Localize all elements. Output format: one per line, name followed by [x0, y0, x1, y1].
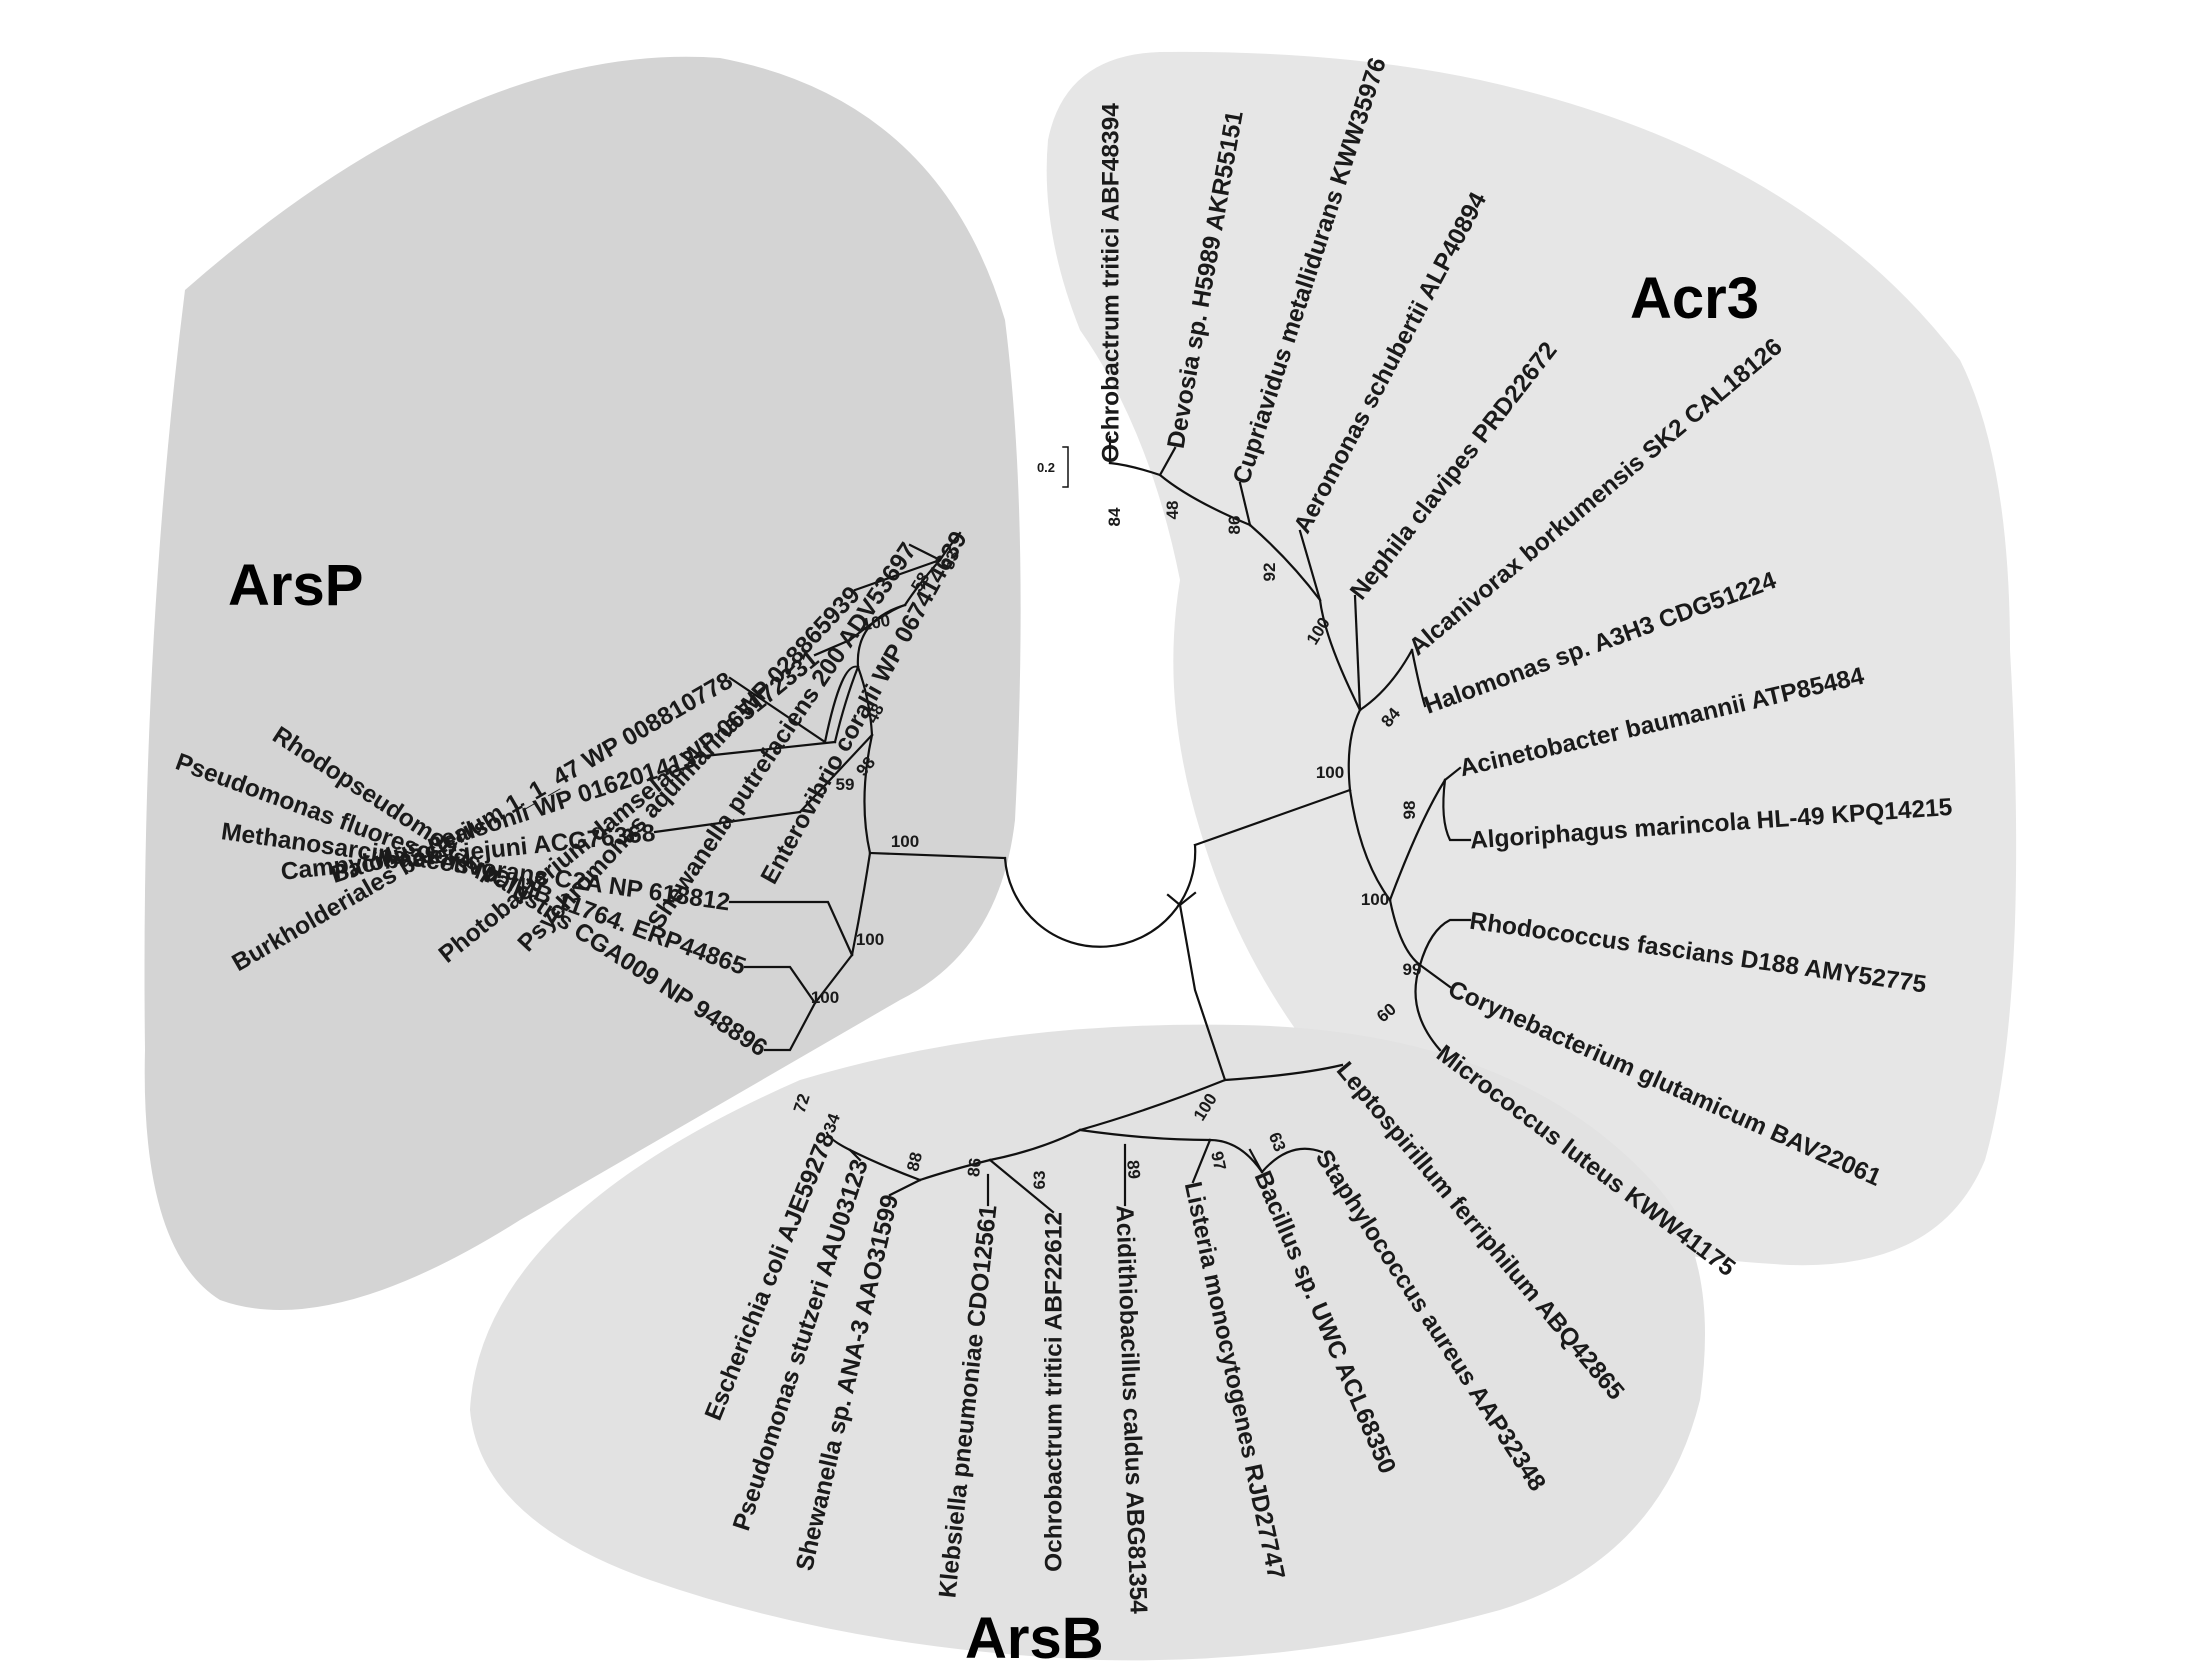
bootstrap-value: 99 — [1403, 960, 1422, 979]
acr3-clade-region — [1046, 51, 2017, 1266]
tree-branches — [653, 435, 1472, 1214]
tree-branch — [1298, 529, 1322, 602]
tree-branch — [888, 1178, 922, 1197]
tree-branch — [848, 603, 907, 642]
bootstrap-value: 100 — [1361, 890, 1389, 909]
tree-branch — [1158, 446, 1177, 477]
tree-branch — [1003, 843, 1197, 948]
tree-branch — [1414, 963, 1442, 1052]
bootstrap-value: 100 — [860, 611, 891, 635]
tree-branch — [850, 851, 872, 957]
tree-branch — [1078, 1078, 1227, 1132]
bootstrap-value: 100 — [1316, 763, 1344, 782]
tree-branch — [1348, 788, 1392, 902]
tree-branch — [1410, 648, 1427, 708]
tree-branch — [988, 1158, 1055, 1214]
tree-branch — [1442, 778, 1472, 842]
tree-branch — [1158, 473, 1252, 527]
clade-label-arsp: ArsP — [228, 553, 363, 618]
tree-branch — [1443, 766, 1462, 782]
tree-branch — [1193, 788, 1352, 847]
tree-branch — [1418, 963, 1452, 989]
leaf-label: Ochrobactrum tritici ABF22612 — [1041, 1212, 1068, 1572]
tree-branch — [728, 900, 854, 957]
tree-branch — [918, 1158, 992, 1182]
tree-branch — [825, 1131, 852, 1152]
tree-branch — [1418, 918, 1472, 967]
arsb-clade-region — [470, 1024, 1705, 1661]
bootstrap-value: 59 — [836, 775, 855, 794]
tree-branch — [1248, 1148, 1264, 1174]
tree-branch — [1248, 523, 1322, 602]
tree-branch — [798, 733, 874, 814]
tree-branch — [1318, 598, 1362, 712]
tree-branch — [1223, 1063, 1344, 1082]
tree-branch — [1353, 594, 1362, 712]
clade-label-arsb: ArsB — [965, 1606, 1104, 1668]
scale-bar: 0.2 — [1037, 446, 1069, 488]
tree-branch — [1191, 1138, 1212, 1184]
bootstrap-value: 48 — [1163, 501, 1182, 520]
clade-label-acr3: Acr3 — [1630, 266, 1759, 331]
arsp-clade-region — [144, 56, 1021, 1311]
bootstrap-value: 100 — [811, 988, 839, 1007]
tree-branch — [853, 558, 942, 592]
bootstrap-value: 63 — [1030, 1171, 1049, 1190]
tree-branch — [813, 953, 854, 1005]
bootstrap-value: 98 — [1400, 801, 1419, 820]
tree-branch — [868, 851, 1007, 860]
tree-branch — [848, 1148, 862, 1162]
tree-branch — [1347, 708, 1362, 792]
tree-branch — [903, 558, 942, 607]
tree-branch — [1078, 1128, 1212, 1142]
tree-branch — [863, 733, 874, 855]
bootstrap-value: 97 — [1207, 1150, 1230, 1172]
bootstrap-value: 100 — [891, 832, 919, 851]
tree-branch — [763, 1001, 817, 1052]
bootstrap-value: 72 — [790, 1091, 814, 1115]
tree-branch — [653, 810, 802, 834]
bootstrap-value: 88 — [903, 1150, 926, 1173]
bootstrap-value: 100 — [856, 930, 884, 949]
bootstrap-value: 84 — [1105, 507, 1124, 526]
tree-branch — [908, 543, 942, 562]
tree-branch — [1388, 778, 1447, 902]
tree-branch — [743, 965, 817, 1005]
tree-branch — [1260, 1147, 1324, 1174]
bootstrap-value: 86 — [1225, 516, 1244, 535]
tree-branch — [856, 665, 874, 737]
tree-branch — [813, 638, 852, 657]
bootstrap-value: 92 — [1260, 563, 1279, 582]
tree-branch — [728, 665, 860, 744]
tree-branch — [1108, 461, 1162, 477]
tree-branch — [833, 665, 860, 744]
leaf-label: Ochrobactrum tritici ABF48394 — [1098, 103, 1125, 463]
tree-branch — [848, 1148, 922, 1182]
tree-branch — [938, 531, 962, 562]
tree-branch — [1358, 648, 1414, 712]
tree-branch — [1388, 898, 1422, 967]
tree-branch — [1178, 903, 1227, 1082]
tree-branch — [693, 740, 837, 759]
tree-branch — [1238, 481, 1252, 527]
tree-branch — [988, 1128, 1082, 1162]
bootstrap-value: 89 — [1123, 1159, 1144, 1180]
bootstrap-value: 86 — [964, 1157, 985, 1178]
scale-bar-label: 0.2 — [1037, 460, 1055, 475]
